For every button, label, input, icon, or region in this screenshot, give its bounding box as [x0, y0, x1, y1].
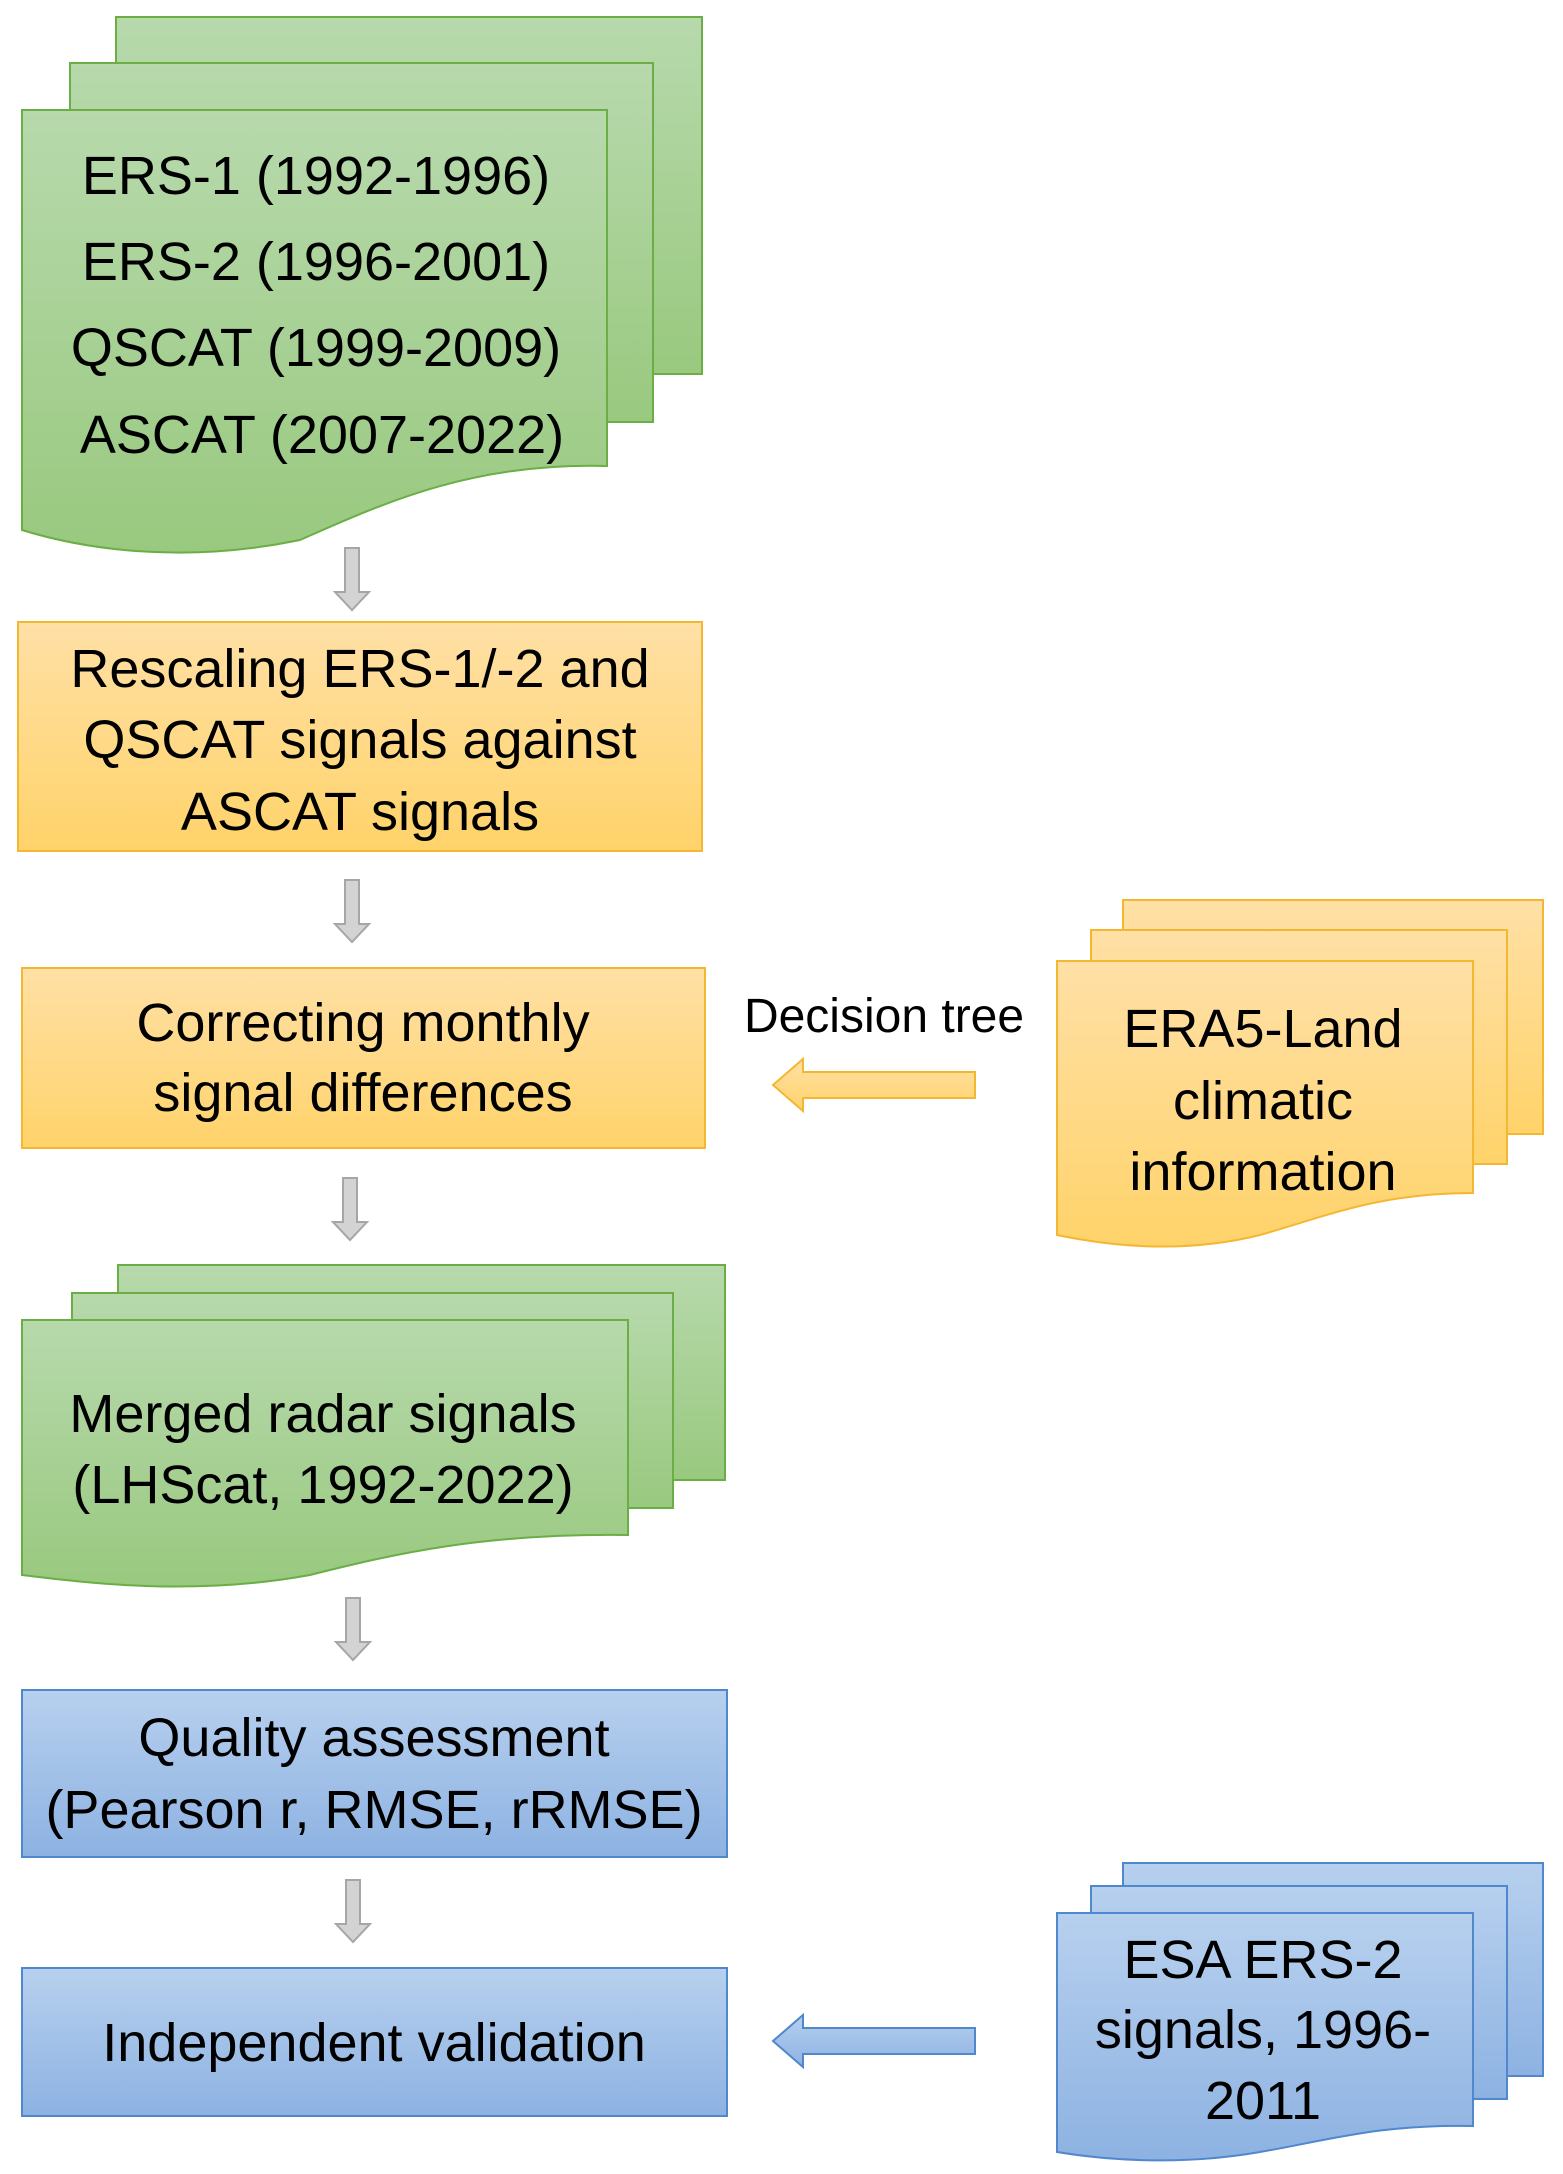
esa-line-2: signals, 1996-: [1095, 2000, 1431, 2060]
merged-line-1: Merged radar signals: [69, 1384, 576, 1444]
quality-assessment-step: Quality assessment (Pearson r, RMSE, rRM…: [21, 1689, 728, 1858]
era5-line-3: information: [1129, 1142, 1396, 1202]
quality-line-1: Quality assessment: [138, 1708, 609, 1768]
merged-line-2: (LHScat, 1992-2022): [72, 1455, 573, 1515]
correcting-line-1: Correcting monthly: [136, 993, 589, 1053]
correcting-line-2: signal differences: [153, 1063, 572, 1123]
sensor-line-ers2: ERS-2 (1996-2001): [82, 232, 550, 292]
rescaling-step: Rescaling ERS-1/-2 and QSCAT signals aga…: [17, 621, 703, 852]
left-arrow-icon: [771, 2012, 976, 2070]
esa-ers2-multidocument: ESA ERS-2 signals, 1996- 2011: [1056, 1862, 1544, 2162]
correcting-box: [21, 967, 706, 1149]
esa-line-1: ESA ERS-2: [1123, 1930, 1402, 1990]
era5-line-1: ERA5-Land: [1123, 999, 1402, 1059]
document-sheet-front: [1056, 1912, 1474, 2162]
left-arrow-icon: [771, 1056, 976, 1114]
sensor-line-qscat: QSCAT (1999-2009): [71, 318, 561, 378]
down-arrow-icon: [330, 1177, 370, 1242]
sensor-line-ers1: ERS-1 (1992-1996): [82, 146, 550, 206]
correcting-step: Correcting monthly signal differences: [21, 967, 706, 1149]
down-arrow-icon: [332, 547, 372, 612]
down-arrow-icon: [333, 1879, 373, 1944]
validation-line-1: Independent validation: [102, 2013, 645, 2073]
rescaling-line-2: QSCAT signals against: [83, 710, 636, 770]
document-sheet-front: [21, 109, 608, 554]
independent-validation-step: Independent validation: [21, 1967, 728, 2117]
rescaling-box: [17, 621, 703, 852]
sensor-datasets-multidocument: ERS-1 (1992-1996) ERS-2 (1996-2001) QSCA…: [21, 16, 703, 554]
esa-line-3: 2011: [1205, 2071, 1321, 2131]
decision-tree-label: Decision tree: [744, 990, 1024, 1043]
down-arrow-icon: [333, 1597, 373, 1662]
merged-signals-multidocument: Merged radar signals (LHScat, 1992-2022): [21, 1264, 726, 1588]
sensor-line-ascat: ASCAT (2007-2022): [80, 405, 564, 465]
down-arrow-icon: [332, 879, 372, 944]
era5-line-2: climatic: [1173, 1071, 1353, 1131]
document-sheet-front: [1056, 960, 1474, 1248]
document-sheet-front: [21, 1319, 629, 1588]
rescaling-line-3: ASCAT signals: [181, 782, 539, 842]
validation-box: [21, 1967, 728, 2117]
quality-box: [21, 1689, 728, 1858]
rescaling-line-1: Rescaling ERS-1/-2 and: [70, 639, 649, 699]
quality-line-2: (Pearson r, RMSE, rRMSE): [45, 1780, 702, 1840]
era5-land-multidocument: ERA5-Land climatic information: [1056, 899, 1544, 1248]
